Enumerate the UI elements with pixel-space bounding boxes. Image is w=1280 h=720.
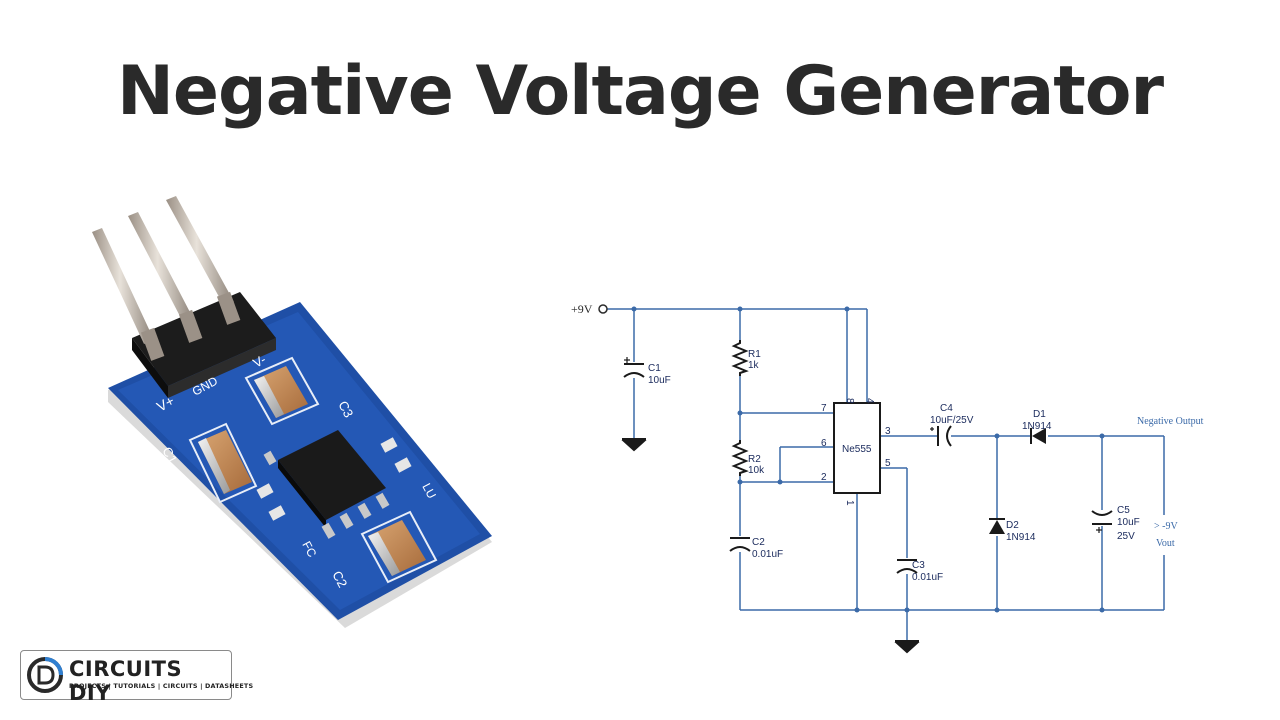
logo-brand: CIRCUITS DIY: [69, 657, 183, 705]
pin-7: 7: [821, 403, 827, 414]
ground-symbol-c1: [621, 438, 647, 452]
pin-4: 4: [864, 398, 875, 404]
c4-capacitor: [930, 425, 952, 447]
output-label: Vout: [1156, 538, 1175, 549]
silk-lu: LU: [419, 481, 439, 501]
r2-name: R2: [748, 454, 761, 465]
d1-diode: [1030, 428, 1046, 444]
silk-c3: C3: [335, 398, 356, 420]
logo-icon: [27, 657, 63, 693]
supply-terminal: [598, 304, 608, 314]
silk-c1: C1: [159, 444, 180, 466]
c3-name: C3: [912, 560, 925, 571]
r1-resistor: [731, 340, 749, 376]
c5-value: 10uF: [1117, 517, 1140, 528]
pin-8: 8: [844, 398, 855, 404]
c1-capacitor: [623, 357, 645, 378]
c4-value: 10uF/25V: [930, 415, 974, 426]
pin-1: 1: [844, 500, 855, 506]
supply-label: +9V: [571, 302, 593, 316]
c5-name: C5: [1117, 505, 1130, 516]
wires: [606, 308, 1165, 640]
c2-value: 0.01uF: [752, 549, 783, 560]
c4-name: C4: [940, 403, 953, 414]
pin-6: 6: [821, 438, 827, 449]
logo-tagline: PROJECTS | TUTORIALS | CIRCUITS | DATASH…: [69, 682, 254, 690]
pin-5: 5: [885, 458, 891, 469]
silk-c2: C2: [329, 568, 350, 590]
d2-value: 1N914: [1006, 532, 1036, 543]
output-title: Negative Output: [1137, 416, 1204, 427]
silk-v-plus: V+: [154, 392, 177, 414]
header-pins: [92, 196, 241, 361]
junction-dots: [631, 306, 1105, 613]
pin-3: 3: [885, 426, 891, 437]
pin-2: 2: [821, 472, 827, 483]
c1-name: C1: [648, 363, 661, 374]
r1-name: R1: [748, 349, 761, 360]
output-value: > -9V: [1154, 521, 1178, 532]
c3-value: 0.01uF: [912, 572, 943, 583]
smd-capacitors: [198, 366, 426, 576]
d2-diode: [989, 518, 1005, 534]
ic-chip: [263, 430, 390, 539]
d2-name: D2: [1006, 520, 1019, 531]
brand-logo: CIRCUITS DIY PROJECTS | TUTORIALS | CIRC…: [20, 650, 253, 705]
c2-capacitor: [729, 537, 751, 552]
page-title: Negative Voltage Generator: [117, 52, 1164, 131]
module-photo: V+ GND V- C1 C3 LU FC C2: [92, 196, 492, 628]
r2-value: 10k: [748, 465, 765, 476]
ic-name: Ne555: [842, 444, 872, 455]
c5-capacitor: [1091, 510, 1113, 533]
c5-voltage: 25V: [1117, 531, 1135, 542]
ne555-ic: [833, 402, 881, 494]
r2-resistor: [731, 440, 749, 476]
r1-value: 1k: [748, 360, 760, 371]
d1-name: D1: [1033, 409, 1046, 420]
ground-symbol-main: [894, 640, 920, 654]
c3-capacitor: [896, 559, 918, 574]
c2-name: C2: [752, 537, 765, 548]
silk-fc: FC: [299, 539, 319, 560]
d1-value: 1N914: [1022, 421, 1052, 432]
c1-value: 10uF: [648, 375, 671, 386]
pin-header: [132, 292, 276, 386]
